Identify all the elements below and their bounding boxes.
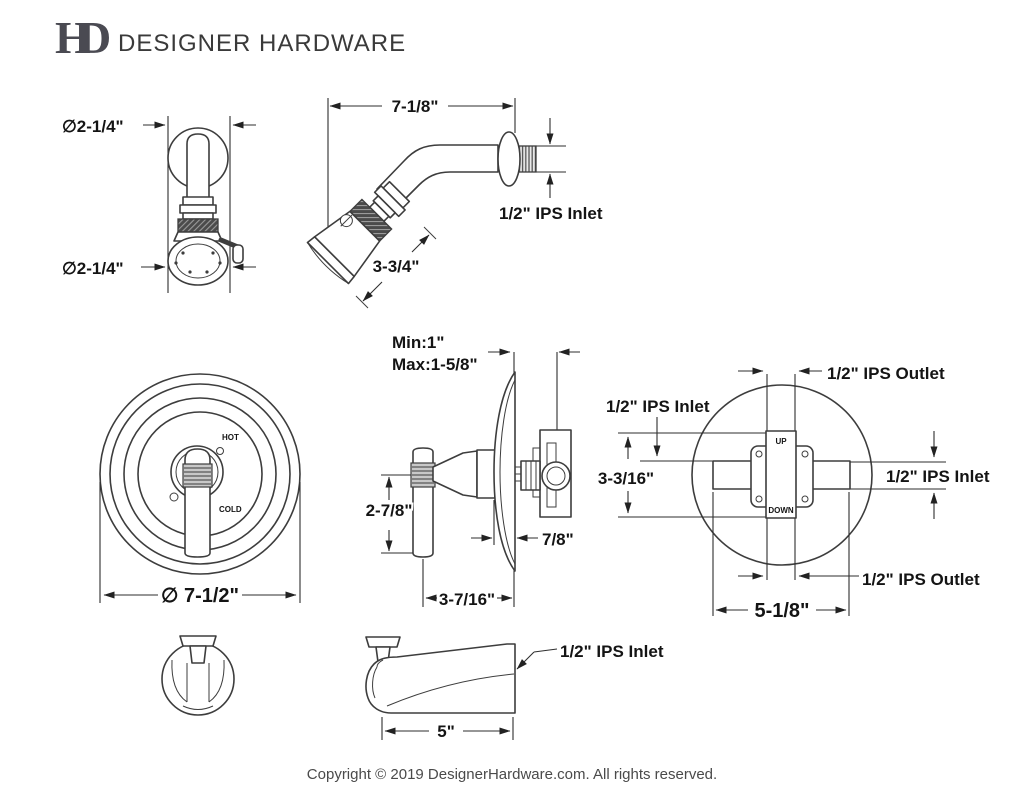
spray-holes [174,251,222,274]
volume-handle-tip [232,244,244,264]
flange-side [497,131,521,187]
dimension-lines [618,374,946,616]
dim-label-arm-reach: 7-1/8" [392,97,439,116]
trim-front-view: HOT COLD ∅ 7-1/2" [99,373,301,609]
knob-cap [179,635,217,647]
hub-ridges [410,462,436,488]
dimension-lines [381,648,558,740]
label-shower-inlet: 1/2" IPS Inlet [499,204,603,223]
bonnet-nut [513,460,541,491]
shower-arm [186,133,210,201]
dim-label-valve-height: 3-3/16" [598,469,654,488]
dim-label-valve-width: 5-1/8" [754,600,809,622]
shower-head [306,180,411,285]
showerhead-front-view: ∅2-1/4" ∅2-1/4" [60,115,256,293]
trim-side-view: Min:1" Max:1-5/8" 2-7/8" 7/8" 3-7/16" [364,331,580,611]
collar-rings [179,196,217,220]
dim-label-head-diameter-bottom: ∅2-1/4" [62,259,124,278]
knurled-ring [177,218,219,233]
knob-stem [189,645,207,664]
label-outlet-bottom: 1/2" IPS Outlet [862,570,980,589]
dim-label-plate-depth: 7/8" [542,530,574,549]
showerhead-side-view: 7-1/8" 3-3/4" 1/2" IPS Inlet [306,95,605,309]
dim-label-overall-depth: 3-7/16" [439,590,495,609]
label-outlet-top: 1/2" IPS Outlet [827,364,945,383]
hd-monogram-icon: H D [55,12,113,66]
dimension-lines [381,474,538,607]
brand-name: DESIGNER HARDWARE [118,30,407,57]
dim-label-spout-length: 5" [437,722,455,741]
cartridge-circle [541,461,571,491]
tub-spout-side-view: 1/2" IPS Inlet 5" [365,636,666,743]
label-spout-inlet: 1/2" IPS Inlet [560,642,664,661]
index-dot-hot [216,447,224,455]
diverter-knob-front-view [161,635,235,716]
valve-body [765,430,797,519]
label-inlet-right: 1/2" IPS Inlet [886,467,990,486]
dimension-lines [99,482,301,603]
escutcheon-side [493,371,516,572]
label-up: UP [775,437,787,446]
handle-neck [432,450,478,498]
hub-ridges [182,463,213,488]
spout-body [365,643,516,714]
diverter-cap [365,636,401,648]
dim-label-wall-min: Min:1" [392,333,444,352]
dim-label-handle-length: 2-7/8" [366,501,413,520]
dimension-lines [355,226,437,309]
label-hot: HOT [222,433,239,442]
monogram-letter-h: H [55,12,91,63]
label-down: DOWN [768,506,794,515]
rough-in-valve-view: UP DOWN 1/2" IPS Outlet 1/2" IPS Inlet 3… [596,362,992,624]
dim-label-head-length: 3-3/4" [373,257,420,276]
label-inlet-left: 1/2" IPS Inlet [606,397,710,416]
dim-label-trim-diameter: ∅ 7-1/2" [161,585,239,607]
inlet-pipe-right [808,460,851,490]
dim-label-wall-max: Max:1-5/8" [392,355,478,374]
handle-base [476,449,496,499]
index-dot-cold [169,492,179,502]
monogram-letter-d: D [78,12,112,63]
label-cold: COLD [219,505,242,514]
dimension-lines [624,367,938,614]
copyright-text: Copyright © 2019 DesignerHardware.com. A… [306,766,718,783]
dim-label-head-diameter-top: ∅2-1/4" [62,117,124,136]
inlet-pipe-left [712,460,755,490]
